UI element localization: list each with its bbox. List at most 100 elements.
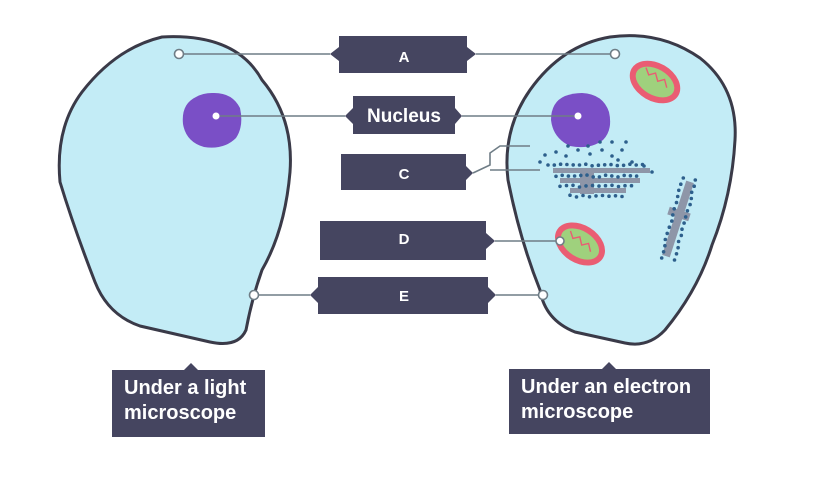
ribosome bbox=[689, 190, 694, 195]
label-d: D bbox=[320, 221, 495, 260]
ribosome bbox=[603, 173, 608, 177]
ribosome bbox=[558, 184, 562, 189]
ribosome bbox=[552, 163, 557, 167]
ribosome bbox=[546, 163, 550, 167]
ribosome bbox=[634, 174, 639, 178]
caption-electron-line2: microscope bbox=[521, 401, 634, 423]
ribosome bbox=[620, 194, 624, 199]
ribosome bbox=[586, 144, 590, 148]
nucleus-right bbox=[551, 93, 611, 148]
label-e-text: E bbox=[399, 288, 409, 305]
ribosome bbox=[620, 148, 624, 152]
ribosome bbox=[689, 196, 694, 201]
ribosome bbox=[630, 160, 634, 164]
ribosome bbox=[642, 164, 646, 168]
ribosome bbox=[683, 215, 688, 219]
ribosome bbox=[616, 184, 621, 189]
ribosome bbox=[679, 182, 683, 186]
ribosome bbox=[610, 183, 614, 188]
ribosome bbox=[610, 154, 614, 158]
ribosome bbox=[603, 183, 608, 188]
mitochondrion-top bbox=[629, 60, 681, 104]
ribosome bbox=[566, 144, 570, 148]
ribosome bbox=[676, 239, 681, 244]
dot-e-left bbox=[248, 289, 260, 301]
ribosome bbox=[538, 160, 542, 164]
ribosome bbox=[560, 173, 564, 178]
ribosome bbox=[661, 250, 666, 254]
ribosome bbox=[585, 173, 589, 177]
label-d-text: D bbox=[399, 231, 410, 248]
dot-a-right bbox=[609, 48, 621, 60]
ribosome bbox=[581, 193, 585, 198]
ribosome bbox=[667, 225, 672, 229]
caption-electron-microscope: Under an electron microscope bbox=[509, 362, 710, 434]
ribosome bbox=[564, 183, 569, 188]
ribosome bbox=[634, 163, 638, 167]
leader-endpoints bbox=[173, 48, 621, 301]
ribosome bbox=[615, 163, 620, 168]
ribosome bbox=[676, 245, 680, 250]
ribosome bbox=[558, 162, 563, 166]
ribosome bbox=[629, 183, 634, 188]
dot-e-right bbox=[537, 289, 549, 301]
ribosome bbox=[594, 194, 598, 198]
ribosome bbox=[685, 209, 690, 213]
ribosome bbox=[679, 233, 684, 238]
ribosome bbox=[680, 227, 684, 231]
ribosome bbox=[571, 163, 575, 167]
ribosome bbox=[571, 183, 575, 188]
ribosome bbox=[590, 164, 594, 168]
nucleus-left bbox=[182, 92, 242, 148]
ribosome bbox=[674, 252, 679, 256]
ribosome bbox=[665, 231, 669, 236]
caption-light-line1: Under a light bbox=[124, 377, 247, 399]
er-membrane bbox=[553, 168, 650, 173]
er-membrane bbox=[580, 172, 594, 194]
leader-c bbox=[472, 145, 530, 174]
ribosome bbox=[576, 148, 580, 152]
ribosome bbox=[675, 194, 680, 199]
ribosome bbox=[566, 174, 571, 178]
ribosome bbox=[650, 170, 654, 174]
er-membrane bbox=[662, 180, 694, 258]
ribosome bbox=[659, 256, 664, 260]
ribosome bbox=[597, 175, 602, 179]
ribosome bbox=[621, 163, 626, 168]
ribosome bbox=[607, 194, 611, 198]
ribosome bbox=[577, 185, 582, 189]
er-membrane bbox=[570, 188, 626, 193]
dot-nucleus-right bbox=[574, 112, 582, 120]
ribosome bbox=[610, 174, 614, 178]
ribosome bbox=[670, 219, 674, 223]
ribosome bbox=[602, 163, 607, 167]
ribosome bbox=[597, 184, 601, 188]
ribosome bbox=[609, 162, 613, 167]
ribosome bbox=[613, 194, 618, 198]
ribosome bbox=[574, 195, 579, 199]
ribosome bbox=[572, 174, 577, 178]
ribosome bbox=[677, 188, 681, 193]
ribosome bbox=[598, 140, 602, 144]
ribosome bbox=[543, 153, 547, 157]
label-nucleus: Nucleus bbox=[345, 96, 462, 134]
ribosome bbox=[596, 163, 601, 167]
ribosome bbox=[600, 148, 604, 152]
ribosome bbox=[579, 173, 583, 178]
ribosome bbox=[588, 152, 592, 156]
dot-nucleus-left bbox=[212, 112, 220, 120]
ribosome bbox=[610, 140, 614, 144]
caption-light-line2: microscope bbox=[124, 402, 237, 424]
ribosome bbox=[587, 195, 592, 199]
ribosome bbox=[692, 184, 696, 188]
ribosome bbox=[663, 237, 668, 242]
ribosome bbox=[623, 183, 627, 188]
ribosome bbox=[663, 243, 667, 248]
caption-electron-line1: Under an electron bbox=[521, 376, 692, 398]
ribosome bbox=[590, 183, 595, 188]
er-membrane bbox=[560, 178, 640, 183]
label-c-text: C bbox=[399, 166, 410, 183]
label-c: C bbox=[341, 154, 473, 190]
